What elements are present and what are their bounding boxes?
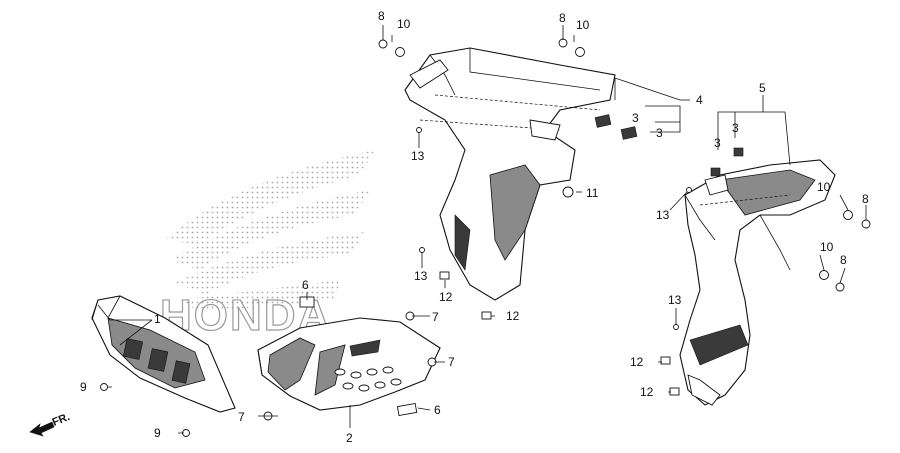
screw-9-a <box>100 383 108 391</box>
pad-3-d <box>733 147 744 157</box>
callout-7c: 7 <box>238 410 245 424</box>
callout-6b: 6 <box>434 403 441 417</box>
screw-8-d <box>835 282 845 292</box>
callout-13c: 13 <box>656 208 670 222</box>
inner-cover-left <box>404 47 616 301</box>
washer-10-d <box>819 270 829 280</box>
callout-10a: 10 <box>397 17 411 31</box>
front-arrow-icon <box>29 421 55 437</box>
callout-3d: 3 <box>732 121 739 135</box>
callout-8b: 8 <box>559 11 566 25</box>
clip-12-d <box>669 387 680 396</box>
callout-1: 1 <box>154 312 161 326</box>
inner-cover-right <box>679 159 836 406</box>
callout-3a: 3 <box>632 111 639 125</box>
washer-10-b <box>575 47 585 57</box>
leader-lines <box>97 25 867 434</box>
screw-8-c <box>861 219 871 229</box>
front-label: FR. <box>51 411 72 429</box>
under-cover <box>257 317 441 411</box>
callout-10d: 10 <box>820 240 834 254</box>
honda-wing-watermark: HONDA <box>159 150 375 341</box>
clip-6-bottom <box>396 402 418 417</box>
clip-13-b <box>419 247 425 253</box>
pad-3-b <box>620 126 638 140</box>
grommet-11 <box>562 186 574 198</box>
callout-12b: 12 <box>506 309 520 323</box>
clip-12-b <box>481 311 492 320</box>
callout-12d: 12 <box>640 385 654 399</box>
callout-10b: 10 <box>576 18 590 32</box>
callout-8c: 8 <box>862 192 869 206</box>
callout-10c: 10 <box>817 180 831 194</box>
callout-7a: 7 <box>432 310 439 324</box>
washer-10-a <box>395 47 405 57</box>
pad-3-a <box>594 114 612 128</box>
callout-4: 4 <box>696 93 703 107</box>
callout-12a: 12 <box>439 290 453 304</box>
clip-12-c <box>660 356 671 365</box>
clip-13-c <box>686 187 692 193</box>
callout-9b: 9 <box>154 426 161 440</box>
callout-8d: 8 <box>840 253 847 267</box>
clip-13-a <box>416 127 422 133</box>
callout-3b: 3 <box>656 126 663 140</box>
washer-10-c <box>843 210 853 220</box>
callout-2: 2 <box>346 431 353 445</box>
clip-12-a <box>439 271 450 280</box>
callout-6a: 6 <box>302 278 309 292</box>
front-direction-marker: FR. <box>29 411 72 437</box>
callout-13b: 13 <box>414 269 428 283</box>
callout-11: 11 <box>586 186 599 200</box>
fasteners <box>100 38 871 437</box>
callout-12c: 12 <box>630 355 644 369</box>
callout-8a: 8 <box>378 9 385 23</box>
under-cover-holes <box>334 366 402 392</box>
callout-13d: 13 <box>668 293 682 307</box>
callout-13a: 13 <box>411 149 425 163</box>
callout-7b: 7 <box>448 355 455 369</box>
pad-3-c <box>710 167 721 177</box>
screw-8-a <box>378 39 388 49</box>
callout-9a: 9 <box>80 380 87 394</box>
callout-3c: 3 <box>714 136 721 150</box>
clip-13-d <box>673 324 679 330</box>
callout-labels: 1 2 3 3 3 3 4 5 6 6 7 7 7 8 8 8 8 9 9 10… <box>80 9 869 445</box>
screw-8-b <box>558 38 568 48</box>
callout-5: 5 <box>759 81 766 95</box>
